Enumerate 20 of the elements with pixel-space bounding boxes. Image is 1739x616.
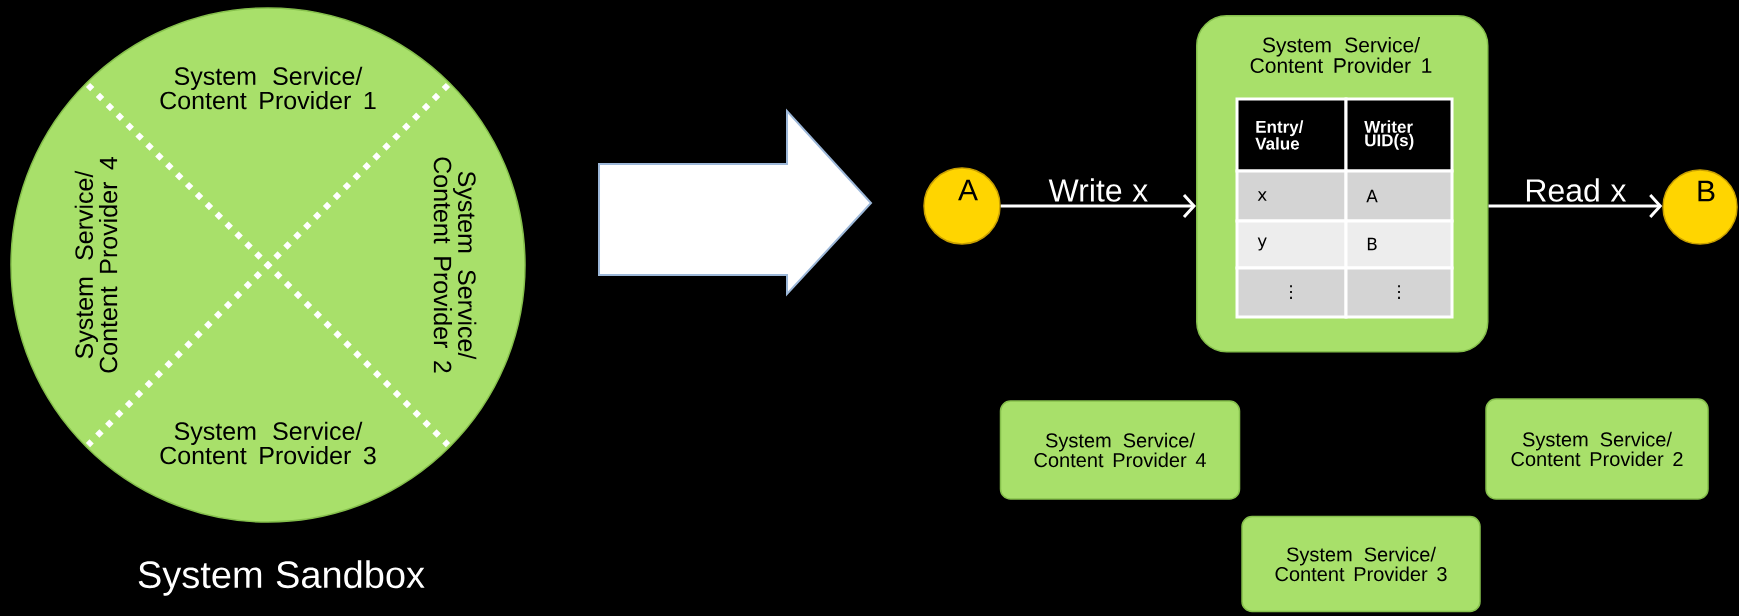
provider-box: System Service/ Content Provider 2	[1485, 398, 1709, 500]
quadrant-label: System Service/ Content Provider 2	[433, 157, 477, 373]
table-cell: B	[1344, 219, 1454, 270]
table-header-cell: Entry/ Value	[1235, 97, 1348, 173]
table-cell: A	[1344, 169, 1454, 223]
arrow	[1000, 194, 1196, 218]
table-cell: x	[1235, 169, 1348, 223]
provider-box: System Service/ Content Provider 3	[1241, 515, 1481, 613]
edge-label: Read x	[1526, 178, 1627, 202]
table-cell: ⋮	[1344, 266, 1454, 319]
provider-box: System Service/ Content Provider 4	[999, 400, 1241, 500]
edge-label: Write x	[1048, 178, 1148, 202]
quadrant-label: System Service/ Content Provider 4	[74, 156, 118, 373]
quadrant-label: System Service/ Content Provider 3	[160, 421, 376, 465]
arrow	[1488, 194, 1663, 218]
table-header-cell: Writer UID(s)	[1344, 97, 1454, 173]
table-cell: ⋮	[1235, 266, 1348, 319]
caption-text: System Sandbox	[138, 560, 425, 596]
quadrant-label: System Service/ Content Provider 1	[160, 66, 376, 110]
table-cell: y	[1235, 219, 1348, 270]
